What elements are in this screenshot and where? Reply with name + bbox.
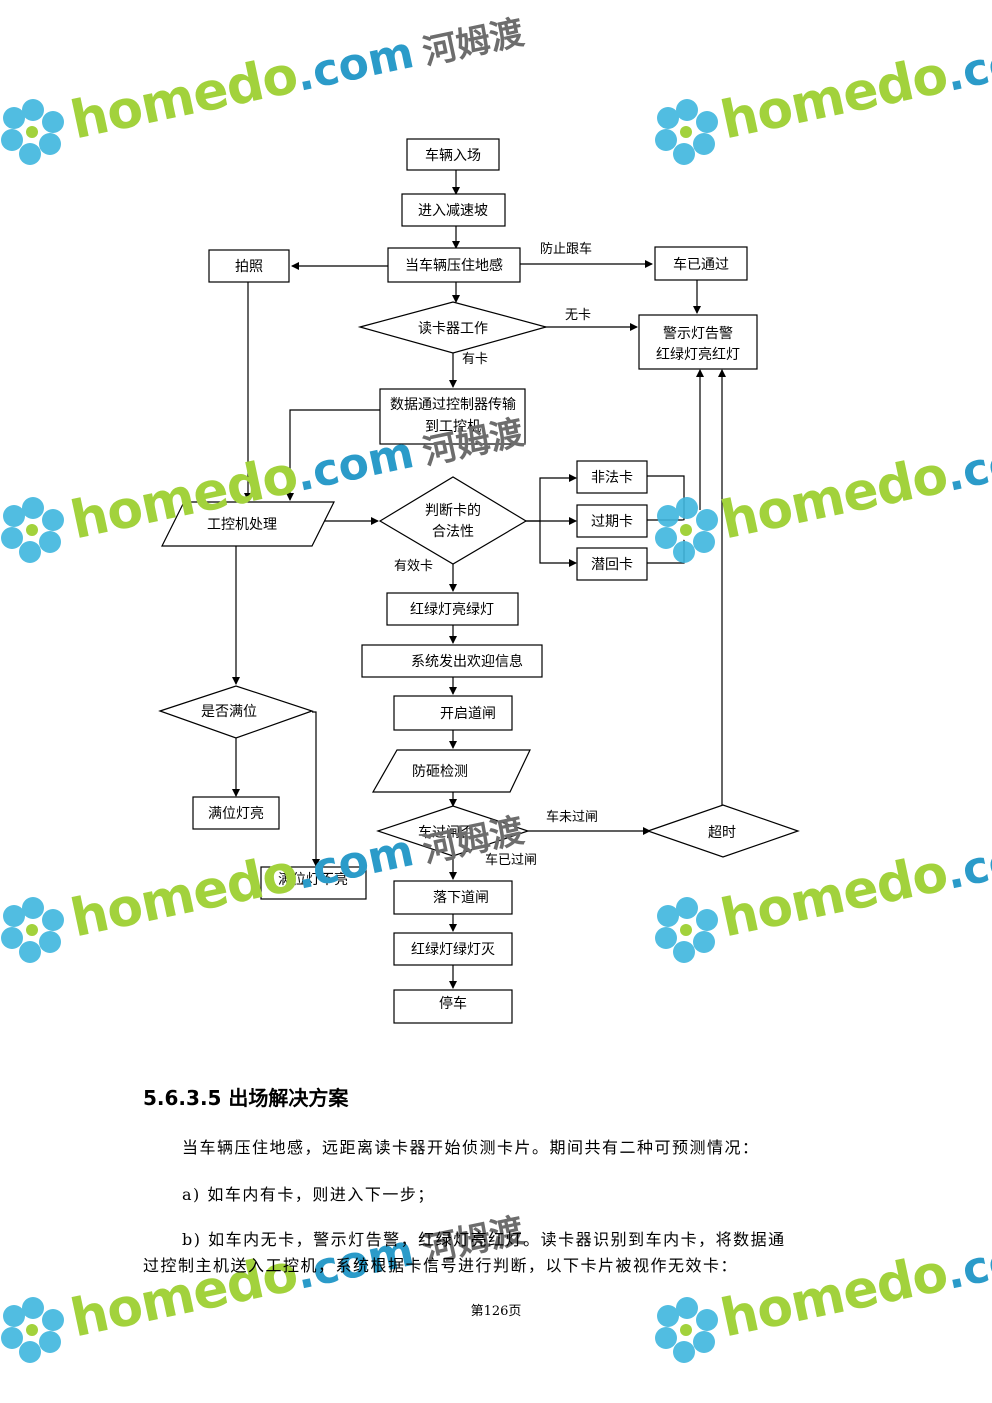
node-returned-card [576,547,648,581]
label-green-off: 红绿灯绿灯灭 [411,942,495,958]
edge-valid-card: 有效卡 [394,559,433,574]
node-stop [393,989,513,1024]
node-photo [208,249,290,283]
edge-anti-tailgate: 防止跟车 [540,241,592,257]
node-full-light-on [192,796,280,830]
label-transfer-2: 到工控机 [425,419,481,435]
paragraph-case-b-line1: b) 如车内无卡，警示灯告警，红绿灯亮红灯。读卡器识别到车内卡，将数据通 [182,1230,786,1249]
label-car-passed: 车已通过 [673,256,729,273]
label-reader: 读卡器工作 [418,320,488,337]
node-illegal-card [576,460,648,494]
node-car-passed [654,246,748,281]
paragraph-case-a: a) 如车内有卡，则进入下一步； [182,1185,435,1204]
edge-no-card: 无卡 [565,308,591,323]
node-vehicle-enter [406,138,500,171]
node-transfer [379,388,526,445]
label-judge-1: 判断卡的 [425,503,481,519]
label-full: 是否满位 [201,704,257,720]
label-transfer-1: 数据通过控制器传输 [390,397,516,413]
section-heading: 5.6.3.5 出场解决方案 [143,1086,349,1110]
node-sensor [387,247,521,283]
label-close-gate: 落下道闸 [433,890,489,906]
node-full [158,685,314,739]
node-anti-smash [371,749,531,793]
flowchart: 车辆入场 进入减速坡 当车辆压住地感 拍照 车已通过 读卡器工作 警示灯告警 红… [158,138,800,1024]
paragraph-case-b-line2: 过控制主机送入工控机，系统根据卡信号进行判断，以下卡片被视作无效卡： [143,1256,739,1275]
node-close-gate [393,880,513,915]
label-full-light-off: 满位灯不亮 [278,871,348,888]
node-enter-slope [401,193,506,227]
label-photo: 拍照 [235,259,263,275]
label-returned-card: 潜回卡 [591,557,633,573]
node-reader [357,301,549,354]
label-vehicle-enter: 车辆入场 [425,147,481,164]
node-green-on [386,592,519,626]
node-green-off [393,932,513,966]
label-open-gate: 开启道闸 [440,706,496,722]
paragraph-intro: 当车辆压住地感，远距离读卡器开始侦测卡片。期间共有二种可预测情况： [182,1138,760,1157]
label-stop: 停车 [439,995,467,1012]
edge-through: 车已过闸 [485,852,537,868]
label-car-through: 车过闸否 [418,824,474,841]
node-alarm [638,314,758,370]
node-car-through [376,805,530,857]
edge-not-through: 车未过闸 [546,809,598,825]
label-alarm-1: 警示灯告警 [663,326,733,342]
label-green-on: 红绿灯亮绿灯 [410,601,494,618]
label-judge-2: 合法性 [432,524,474,540]
node-expired-card [576,504,648,538]
label-anti-smash: 防砸检测 [412,764,468,780]
label-alarm-2: 红绿灯亮红灯 [656,346,740,363]
label-timeout: 超时 [708,825,736,841]
label-illegal-card: 非法卡 [591,470,633,486]
node-welcome [361,644,543,678]
label-ipc: 工控机处理 [207,517,277,533]
label-expired-card: 过期卡 [591,514,633,530]
label-welcome: 系统发出欢迎信息 [411,653,523,670]
label-full-light-on: 满位灯亮 [208,805,264,822]
node-open-gate [393,695,513,731]
node-ipc [161,501,335,547]
page-number: 第126页 [470,1304,522,1319]
label-enter-slope: 进入减速坡 [418,203,488,219]
node-timeout [646,804,800,858]
edge-has-card: 有卡 [462,352,488,367]
node-full-light-off [260,866,367,900]
label-sensor: 当车辆压住地感 [405,257,503,274]
node-judge [378,476,528,565]
